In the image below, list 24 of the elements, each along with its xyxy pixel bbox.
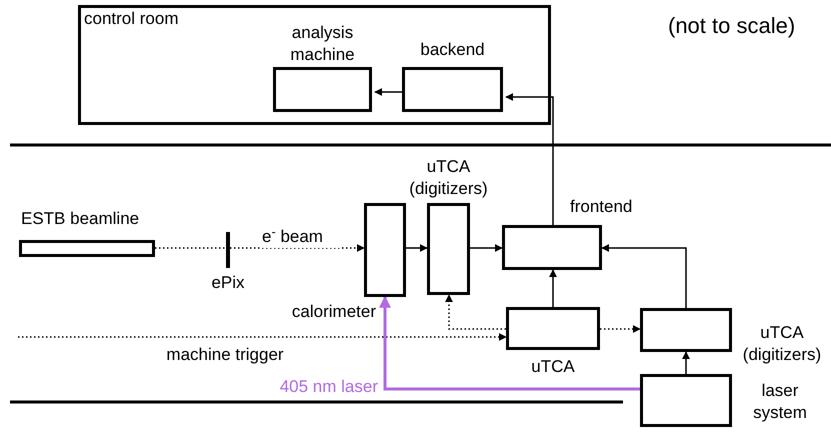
arrow (505, 93, 554, 225)
arrow (406, 244, 428, 252)
node-label: laser system (752, 380, 808, 424)
arrow (682, 351, 690, 374)
node-label: ePix (210, 272, 246, 294)
arrow (374, 88, 405, 96)
node-label: ESTB beamline (21, 208, 140, 230)
node-label: control room (84, 8, 180, 30)
arrow (470, 244, 503, 252)
dotted-arrow (445, 294, 506, 330)
node-label: uTCA (digitizers) (408, 156, 489, 200)
arrow (549, 269, 557, 307)
note-text: (not to scale) (668, 12, 796, 40)
node-label: calorimeter (290, 301, 376, 323)
node-label: frontend (570, 196, 634, 218)
arrow (601, 244, 687, 308)
node-label: uTCA (digitizers) (742, 322, 822, 366)
dotted-arrow (230, 244, 365, 252)
node-label: analysis machine (289, 22, 356, 66)
node-label: uTCA (530, 356, 576, 378)
dotted-arrow (18, 333, 507, 341)
arrow (379, 296, 640, 390)
dotted-arrow (600, 325, 641, 333)
node-label: backend (419, 39, 486, 61)
